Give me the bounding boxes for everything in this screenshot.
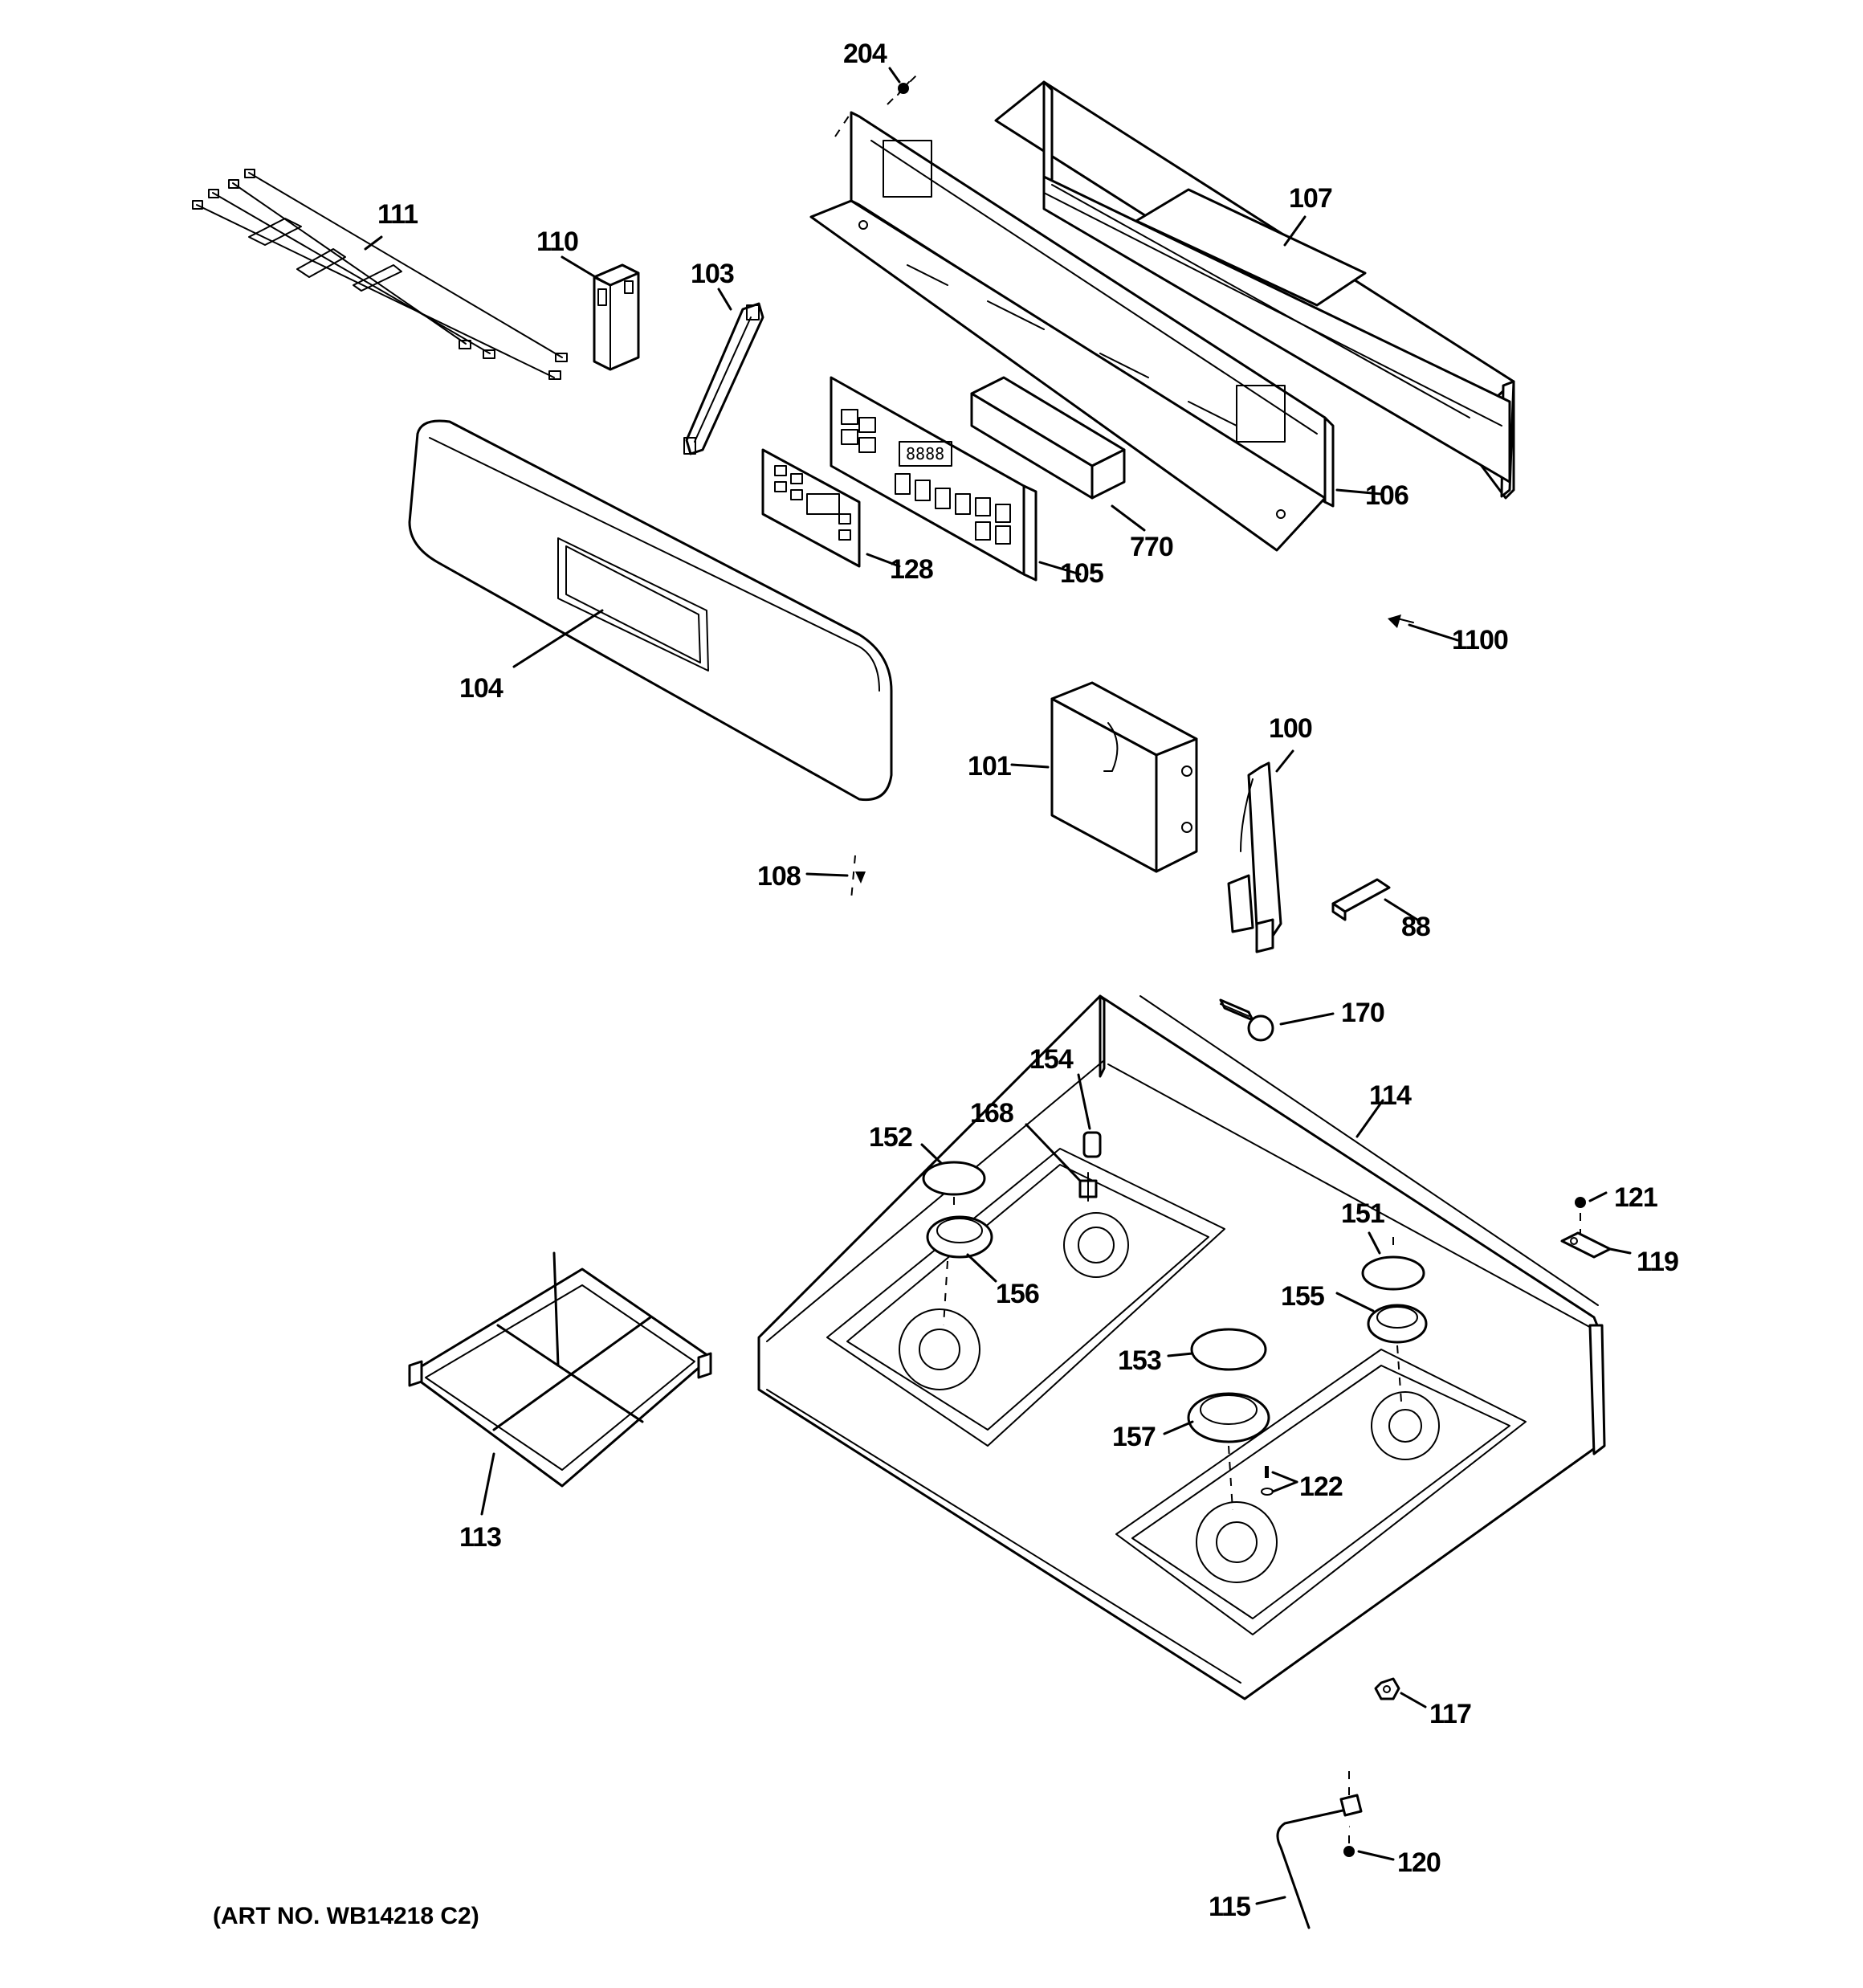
art-number: (ART NO. WB14218 C2)	[213, 1903, 479, 1929]
callout-204: 204	[843, 39, 887, 69]
callout-155: 155	[1281, 1281, 1324, 1312]
part-204-screw[interactable]	[887, 71, 920, 105]
callout-770: 770	[1130, 532, 1173, 562]
part-154-orifice[interactable]	[1082, 1131, 1102, 1158]
part-104-control-panel[interactable]	[408, 419, 893, 802]
callout-101: 101	[968, 751, 1011, 782]
callout-113: 113	[459, 1522, 501, 1553]
callout-168: 168	[970, 1098, 1013, 1129]
part-108-screw[interactable]	[850, 855, 866, 900]
part-101-bracket-box[interactable]	[1050, 681, 1198, 873]
part-168-electrode[interactable]	[1078, 1172, 1098, 1202]
part-88-clip[interactable]	[1331, 878, 1391, 921]
part-119-hinge-bracket[interactable]	[1560, 1231, 1612, 1259]
part-153-burner-cap[interactable]	[1190, 1328, 1267, 1371]
part-103-bracket[interactable]	[683, 302, 764, 455]
callout-170: 170	[1341, 998, 1384, 1028]
part-107-vent-trim[interactable]	[994, 80, 1515, 500]
part-151-burner-cap[interactable]	[1361, 1237, 1425, 1291]
callout-114: 114	[1369, 1080, 1412, 1111]
callout-107: 107	[1289, 183, 1332, 214]
part-100-side-bracket[interactable]	[1227, 761, 1282, 953]
part-121-screw[interactable]	[1575, 1197, 1586, 1245]
part-115-rod[interactable]	[1276, 1771, 1363, 1929]
part-157-burner-head[interactable]	[1187, 1392, 1270, 1511]
callout-100: 100	[1269, 713, 1312, 744]
leader-lines	[364, 67, 1632, 1905]
part-117-nut[interactable]	[1374, 1677, 1400, 1700]
display-digits: 8888	[906, 444, 944, 463]
callout-153: 153	[1118, 1345, 1161, 1376]
callout-120: 120	[1397, 1847, 1441, 1878]
callout-110: 110	[536, 227, 578, 257]
callout-106: 106	[1365, 480, 1408, 511]
callout-151: 151	[1341, 1198, 1384, 1229]
part-113-grate[interactable]	[408, 1251, 712, 1488]
part-1100-screw[interactable]	[1388, 614, 1414, 628]
callout-128: 128	[890, 554, 933, 585]
part-114-cooktop[interactable]	[757, 994, 1606, 1700]
part-106-backguard-panel[interactable]	[809, 111, 1335, 552]
callout-108: 108	[757, 861, 801, 892]
callout-88: 88	[1401, 912, 1430, 942]
callout-111: 111	[377, 199, 418, 230]
callout-104: 104	[459, 673, 503, 704]
callout-154: 154	[1029, 1044, 1074, 1075]
callout-157: 157	[1112, 1422, 1156, 1452]
part-111-wire-harness[interactable]	[192, 169, 568, 380]
part-105-control-board[interactable]: 8888	[830, 376, 1037, 582]
callout-122: 122	[1299, 1472, 1343, 1502]
callout-121: 121	[1614, 1182, 1657, 1213]
callout-105: 105	[1060, 558, 1103, 589]
callout-117: 117	[1429, 1699, 1471, 1729]
part-156-burner-head[interactable]	[926, 1197, 993, 1326]
part-152-burner-cap[interactable]	[922, 1161, 986, 1196]
callout-103: 103	[691, 259, 734, 289]
part-110-module[interactable]	[593, 263, 640, 371]
callout-115: 115	[1209, 1892, 1250, 1922]
part-770-insulation[interactable]	[970, 376, 1126, 500]
callout-labels: 204 107 111 110 103 106 770 128 105 104 …	[377, 39, 1679, 1922]
part-155-burner-head[interactable]	[1367, 1304, 1428, 1402]
callout-119: 119	[1637, 1247, 1678, 1277]
callout-152: 152	[869, 1122, 912, 1153]
callout-1100: 1100	[1452, 625, 1508, 655]
part-128-overlay[interactable]	[761, 448, 861, 568]
callout-156: 156	[996, 1279, 1039, 1309]
part-170-screw[interactable]	[1219, 998, 1274, 1042]
